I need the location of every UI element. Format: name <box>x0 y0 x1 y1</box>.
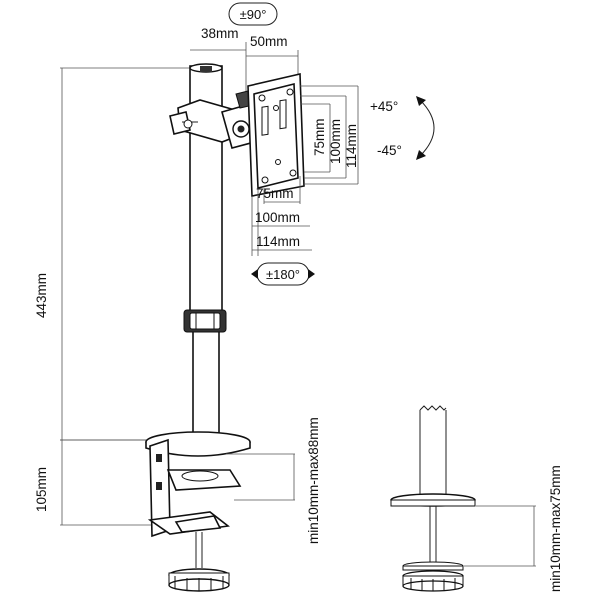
vesa-horizontal-114-label: 114mm <box>256 234 300 249</box>
base-plate <box>145 431 251 457</box>
grommet-range-dimension: min10mm-max75mm <box>464 465 563 592</box>
vesa-vertical-75-label: 75mm <box>312 118 327 156</box>
clamp-height-label: 105mm <box>34 467 49 512</box>
arm-offset-right-label: 50mm <box>250 34 288 49</box>
vesa-horizontal-100-label: 100mm <box>255 210 300 225</box>
grommet-mount <box>390 405 476 592</box>
vesa-vertical-100-label: 100mm <box>328 119 343 164</box>
tilt-90-label: ±90° <box>240 7 267 22</box>
tilt-plus-label: +45° <box>370 99 398 114</box>
grommet-range-label: min10mm-max75mm <box>548 465 563 592</box>
clamp-knob <box>168 568 230 592</box>
tilt-90-badge: ±90° <box>228 2 278 26</box>
vesa-horizontal-75-label: 75mm <box>256 186 294 201</box>
desk-clamp <box>147 438 242 568</box>
height-collar <box>183 309 227 333</box>
arm-offset-left-label: 38mm <box>201 26 239 41</box>
clamp-range-dimension: min10mm-max88mm <box>226 417 321 544</box>
vesa-vertical-dimensions: 75mm 100mm 114mm <box>300 85 359 185</box>
pole-height-label: 443mm <box>34 273 49 318</box>
pole-height-dimension: 443mm <box>34 67 190 441</box>
tilt-indicator: +45° -45° <box>370 96 435 160</box>
vesa-horizontal-dimensions: 75mm 100mm 114mm <box>251 176 312 256</box>
swivel-180-label: ±180° <box>266 267 300 282</box>
vesa-plate <box>247 73 305 197</box>
swivel-180-badge: ±180° <box>251 262 315 286</box>
vesa-vertical-114-label: 114mm <box>344 124 359 168</box>
clamp-height-dimension: 105mm <box>34 439 160 526</box>
clamp-range-label: min10mm-max88mm <box>306 417 321 544</box>
tilt-minus-label: -45° <box>377 143 402 158</box>
